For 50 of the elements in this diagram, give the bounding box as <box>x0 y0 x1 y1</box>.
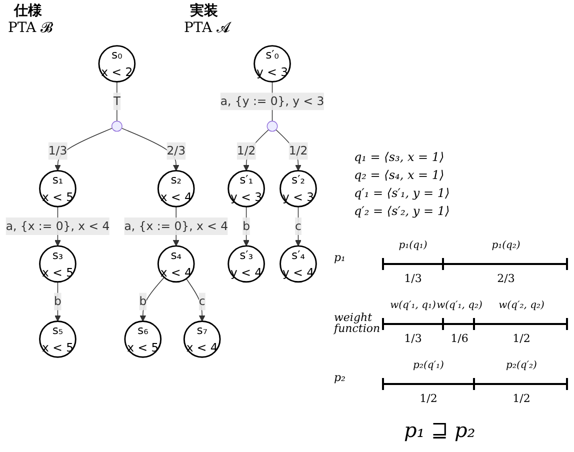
edge-label: a, {x := 0}, x < 4 <box>6 218 110 233</box>
fraction-label: 1/3 <box>404 272 422 285</box>
fraction-label: 1/2 <box>512 332 530 345</box>
fraction-label: 2/3 <box>497 272 515 285</box>
fraction-label: 1/2 <box>512 392 530 405</box>
segment-label: p₁(q₁) <box>398 240 428 251</box>
definition-text: q₁ = ⟨s₃, x = 1⟩ <box>354 150 444 164</box>
fraction-label: 1/2 <box>420 392 438 405</box>
definition-text: q′₂ = ⟨s′₂, y = 1⟩ <box>354 204 450 218</box>
heading: 実装 <box>190 2 218 20</box>
node-circle <box>266 120 278 132</box>
fraction-label: 1/6 <box>450 332 468 345</box>
node-circle <box>111 120 122 132</box>
edge-label: 1/2 <box>288 144 308 158</box>
definition-text: q′₁ = ⟨s′₁, y = 1⟩ <box>354 186 450 200</box>
segment-label: p₂(q′₁) <box>413 360 444 371</box>
arrow <box>243 129 269 171</box>
edge-label: c <box>198 294 206 308</box>
arrow <box>276 129 302 171</box>
segment-label: w(q′₂, q₂) <box>498 300 544 311</box>
edge-label: c <box>295 218 302 233</box>
edge-label: b <box>242 218 250 233</box>
row-label: weight function <box>334 312 378 334</box>
row-label: p₂ <box>334 372 346 383</box>
segment-label: w(q′₁, q₁) <box>390 300 436 311</box>
arrow <box>121 128 180 171</box>
arrow <box>243 206 250 246</box>
arrow <box>295 206 302 246</box>
arrow <box>140 277 165 322</box>
edge-label: b <box>54 294 62 308</box>
edge-label: 2/3 <box>166 144 186 158</box>
edge-label: a, {x := 0}, x < 4 <box>124 218 228 233</box>
fraction-label: 1/3 <box>404 332 422 345</box>
edge-label: b <box>139 294 147 308</box>
subheading: PTA 𝓐 <box>184 20 231 36</box>
arrow <box>54 128 113 171</box>
edge-label: T <box>113 94 120 108</box>
heading: 仕様 <box>14 2 42 20</box>
arrow <box>54 282 61 322</box>
edge-label: a, {y := 0}, y < 3 <box>220 94 324 108</box>
segment-label: p₂(q′₂) <box>506 360 537 371</box>
segment-label: p₁(q₂) <box>492 240 520 251</box>
row-label: p₁ <box>334 252 346 263</box>
relation-text: p₁ ⊒ p₂ <box>404 418 476 442</box>
edge-label: 1/2 <box>236 144 256 158</box>
edge-label: 1/3 <box>48 144 68 158</box>
subheading: PTA 𝓑 <box>8 20 53 36</box>
definition-text: q₂ = ⟨s₄, x = 1⟩ <box>354 168 444 182</box>
arrow <box>186 278 206 322</box>
segment-label: w(q′₁, q₂) <box>436 300 482 311</box>
